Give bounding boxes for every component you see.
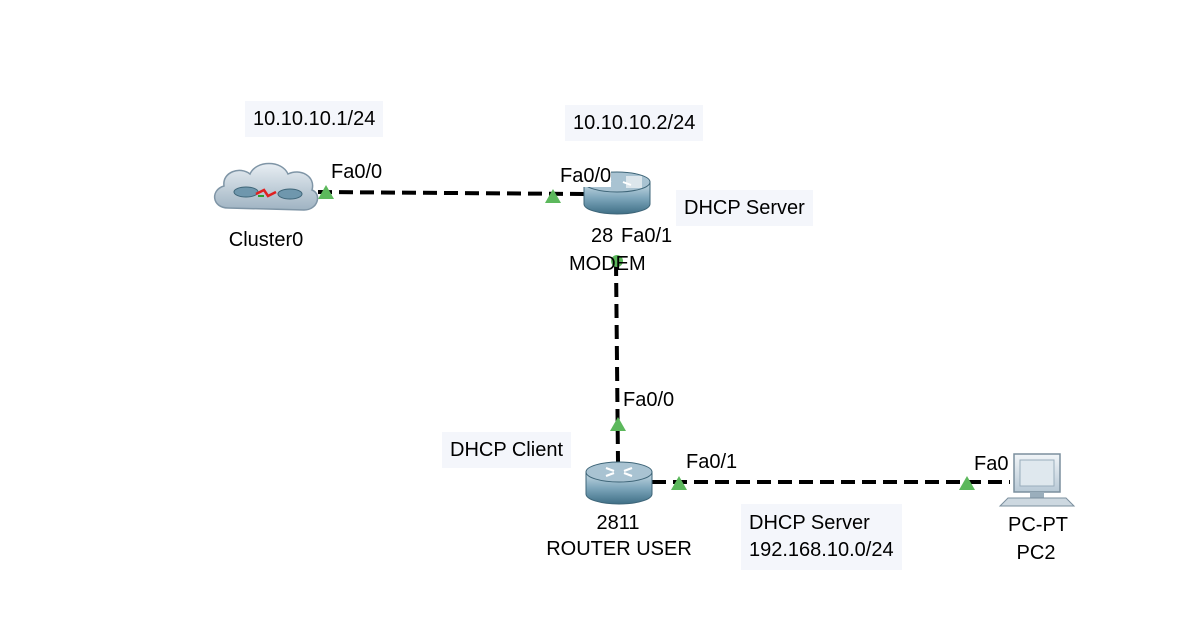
link-cluster-modem[interactable] [317,190,586,196]
link-up-indicator [610,417,626,431]
port-label-router-fa01: Fa0/1 [686,451,738,473]
link-up-indicator [318,185,334,199]
modem-ip-note: 10.10.10.2/24 [565,105,704,141]
port-label-modem-fa01: Fa0/1 [621,225,673,247]
pc-name-label: PC2 [1016,542,1056,564]
router-icon[interactable] [585,461,653,505]
router-name-label: ROUTER USER [546,538,692,560]
modem-model-label: 28 [591,225,614,247]
modem-name-label: MODEM [569,253,646,275]
lan-role-label: DHCP Server [749,512,870,534]
modem-role-note: DHCP Server [676,190,813,226]
link-up-indicator [545,189,561,203]
cloud-icon[interactable] [214,162,319,211]
cluster-ip-note: 10.10.10.1/24 [245,101,384,137]
port-label-modem-fa00: Fa0/0 [560,165,612,187]
pc-model-label: PC-PT [1008,514,1068,536]
router-model-label: 2811 [596,512,640,534]
link-up-indicator [611,255,623,267]
link-modem-router[interactable] [614,261,620,463]
link-up-indicator [671,476,687,490]
pc-icon[interactable] [998,453,1076,507]
cluster-name-label: Cluster0 [228,229,304,251]
link-up-indicator [959,476,975,490]
port-label-cluster-fa00: Fa0/0 [331,161,383,183]
lan-note: DHCP Server 192.168.10.0/24 [741,504,902,570]
port-label-pc-fa0: Fa0 [974,453,1009,475]
lan-network-label: 192.168.10.0/24 [749,539,894,561]
port-label-router-fa00: Fa0/0 [623,389,675,411]
router-role-note: DHCP Client [442,432,571,468]
